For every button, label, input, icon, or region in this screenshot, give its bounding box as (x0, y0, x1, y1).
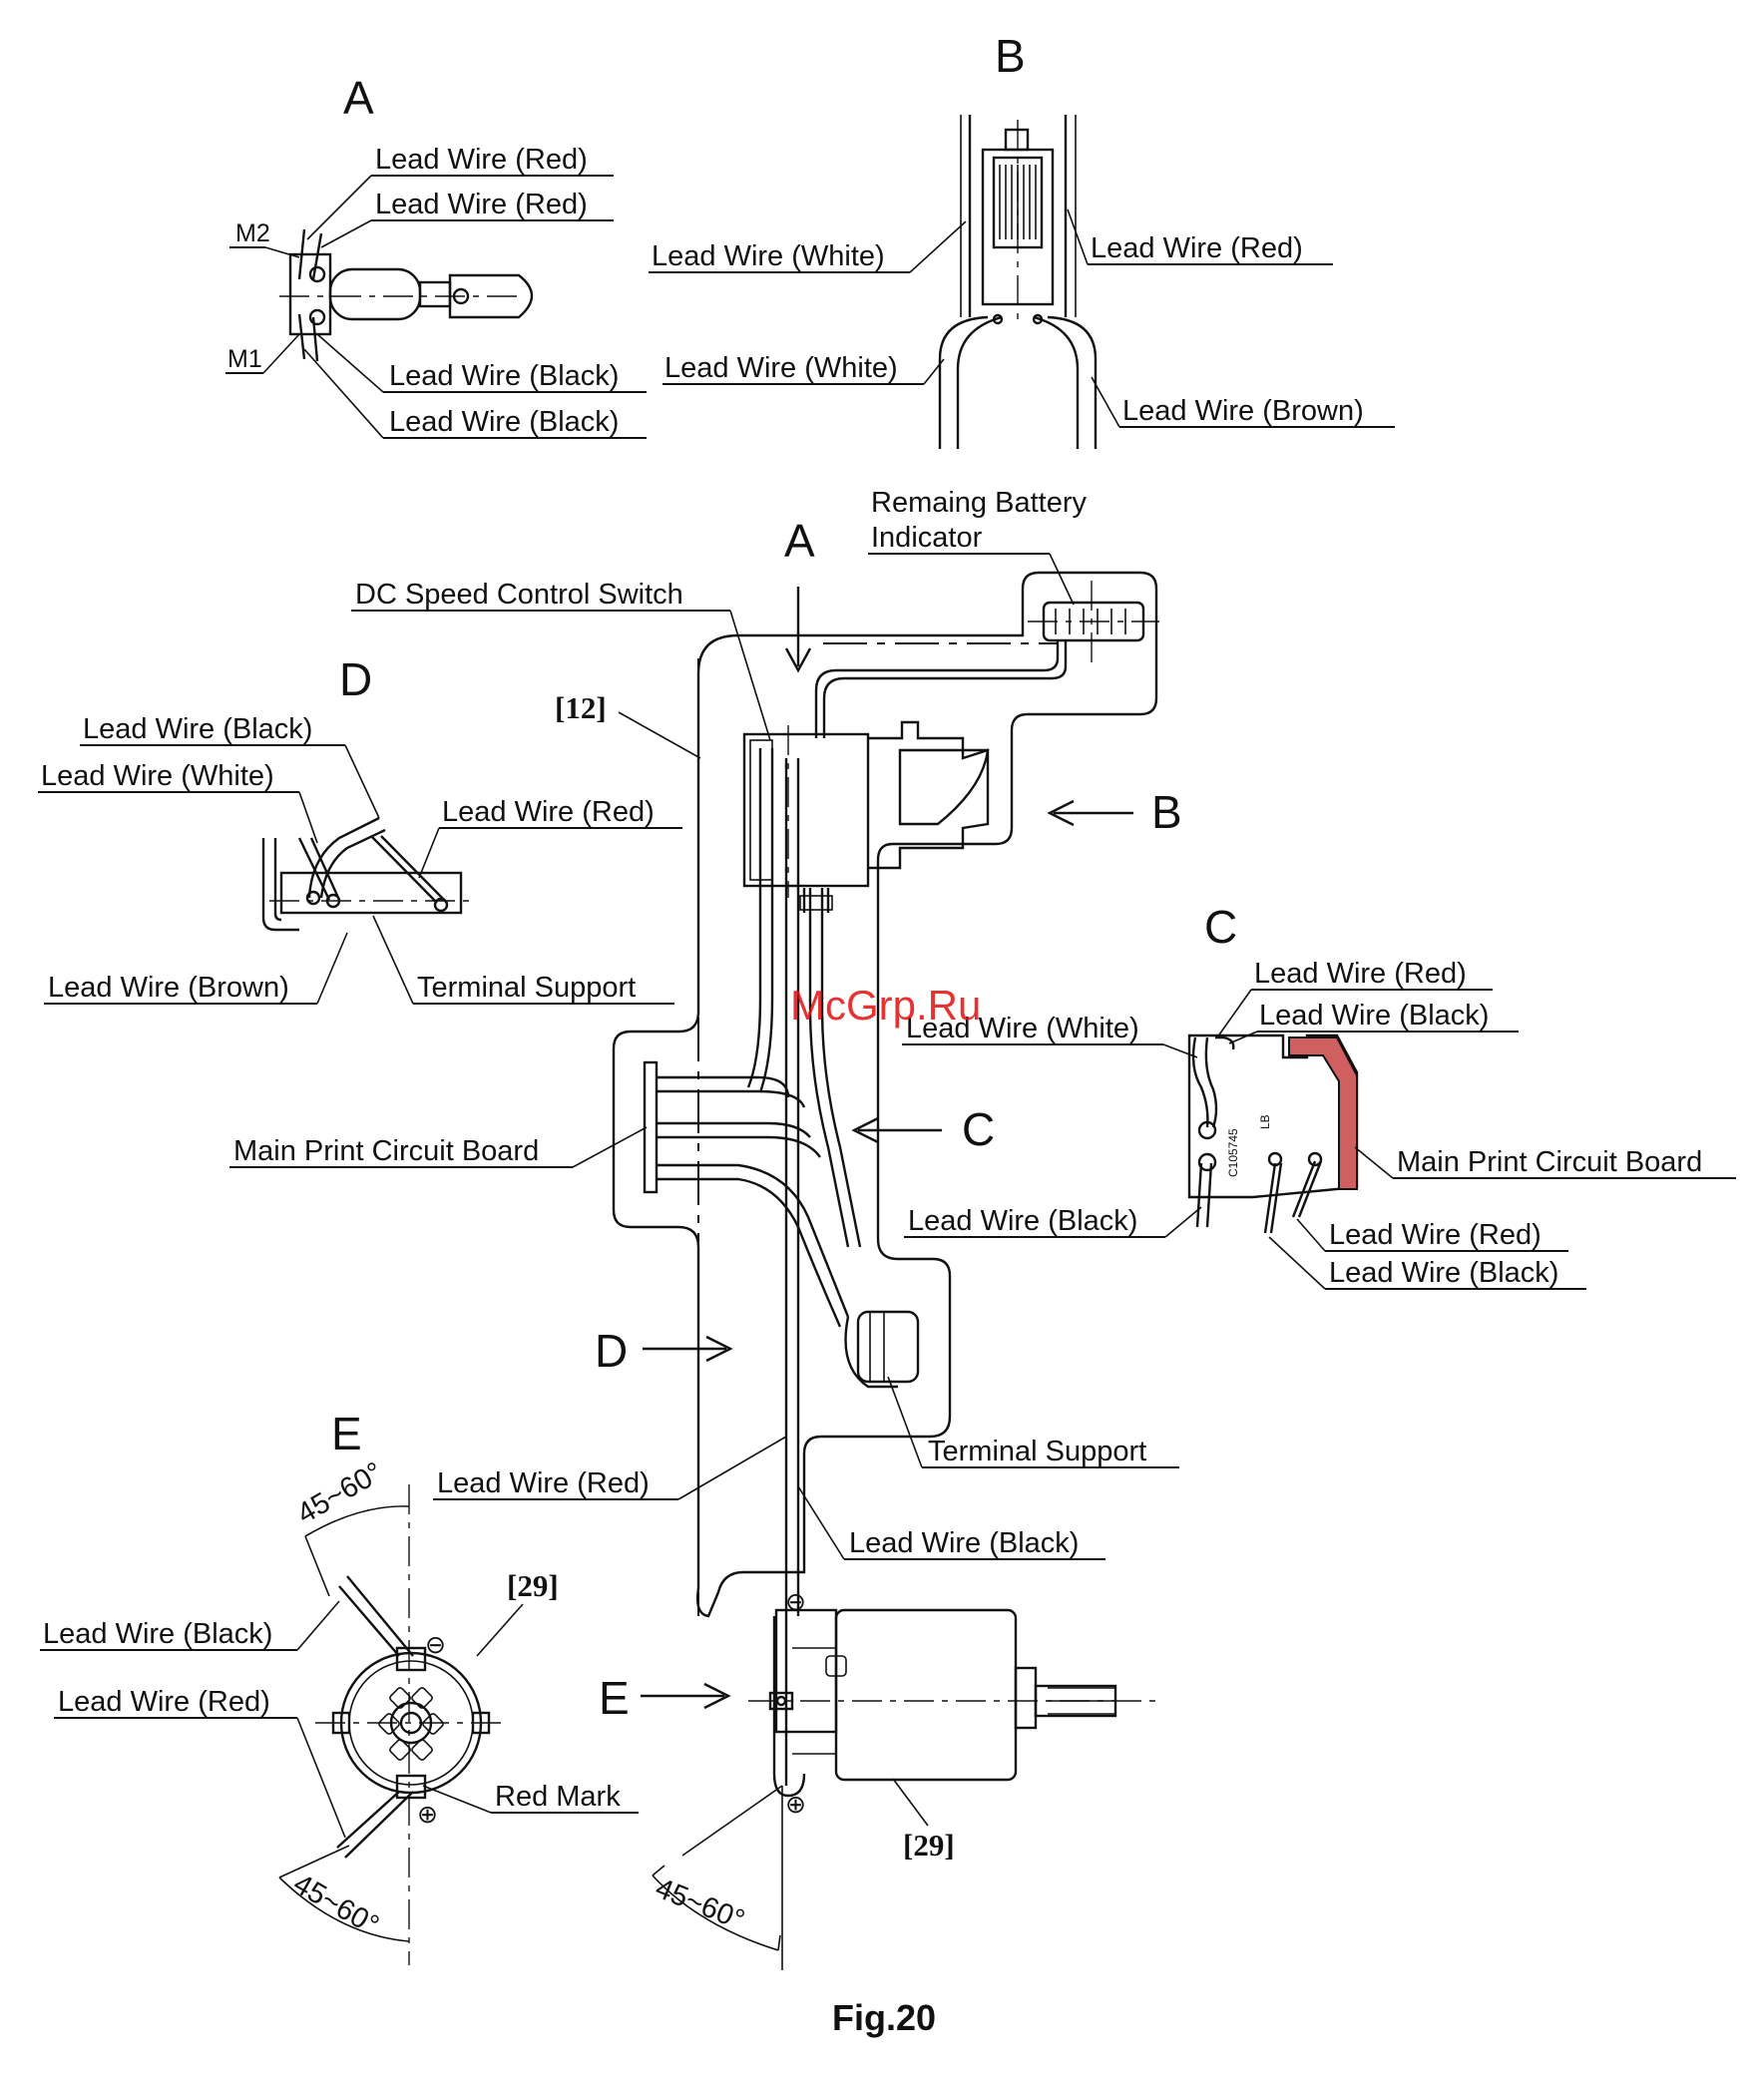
motor-terminal-minus (395, 1646, 427, 1672)
e-minus-marker: ⊖ (425, 1631, 446, 1659)
figure-caption: Fig.20 (832, 1997, 936, 2038)
dc-speed-control-switch (742, 732, 870, 888)
view-c-label-black-2: Lead Wire (Black) (908, 1205, 1137, 1237)
view-d-title: D (339, 653, 372, 705)
arrow-e-letter: E (599, 1672, 630, 1724)
pcb-code-text: C105745 (1226, 1128, 1240, 1177)
view-d-label-black: Lead Wire (Black) (83, 713, 312, 745)
view-c-label-black-1: Lead Wire (Black) (1259, 1000, 1489, 1032)
view-c-label-white: Lead Wire (White) (906, 1013, 1139, 1044)
view-e-label-red: Lead Wire (Red) (58, 1686, 270, 1718)
detail-view-c: C C105745 LB Lead Wire (Red) Lead Wire (… (902, 901, 1736, 1290)
connector-block (288, 252, 332, 336)
arrow-c-letter: C (962, 1103, 995, 1155)
pcb-hatched-area (1288, 1037, 1358, 1190)
dc-switch-label: DC Speed Control Switch (355, 579, 683, 611)
view-d-label-brown: Lead Wire (Brown) (48, 972, 289, 1004)
red-mark-label: Red Mark (495, 1781, 621, 1813)
e-plus-marker: ⊕ (417, 1801, 438, 1829)
view-a-title: A (343, 72, 374, 124)
view-a-label-black-2: Lead Wire (Black) (389, 406, 619, 438)
pcb-lb-text: LB (1258, 1114, 1272, 1129)
view-a-label-red-1: Lead Wire (Red) (375, 144, 588, 176)
motor-body (834, 1608, 1018, 1782)
part-12-label: [12] (555, 690, 607, 725)
battery-indicator-label-2: Indicator (871, 522, 983, 554)
detail-view-b: B Lead Wire (White) Lead Wire (Red) Lead… (649, 30, 1395, 449)
terminal-m1 (308, 308, 326, 326)
main-pcb-edge (643, 1060, 659, 1194)
terminal-support-main-label: Terminal Support (928, 1436, 1146, 1467)
view-c-label-red-2: Lead Wire (Red) (1329, 1219, 1542, 1251)
watermark: McGrp.Ru (790, 982, 981, 1029)
view-a-label-red-2: Lead Wire (Red) (375, 189, 588, 220)
connector-body (328, 267, 422, 321)
detail-view-d: D Lead Wire (Black) Lead Wire (White) Le… (38, 653, 682, 1005)
view-d-label-red: Lead Wire (Red) (442, 796, 655, 828)
view-e-label-black: Lead Wire (Black) (43, 1618, 272, 1650)
view-b-title: B (995, 30, 1026, 82)
m2-label: M2 (235, 219, 270, 247)
battery-indicator-label-1: Remaing Battery (871, 487, 1087, 519)
main-pcb-label: Main Print Circuit Board (233, 1135, 539, 1167)
view-b-label-white-1: Lead Wire (White) (652, 240, 885, 272)
part-29-label-main: [29] (903, 1828, 955, 1863)
view-b-label-white-2: Lead Wire (White) (664, 352, 898, 384)
motor-minus-marker: ⊖ (785, 1588, 806, 1616)
terminal-support-main (856, 1310, 920, 1384)
terminal-support-d-label: Terminal Support (417, 972, 636, 1004)
view-d-label-white: Lead Wire (White) (41, 760, 274, 792)
view-b-label-brown: Lead Wire (Brown) (1122, 395, 1364, 427)
main-assembly: [12] ⊖ ⊕ [29] (229, 487, 1182, 1970)
view-b-label-red: Lead Wire (Red) (1091, 232, 1303, 264)
housing-outline (612, 571, 1158, 1618)
detail-view-a: A M2 M1 Lead Wire (Red) Lead Wire (Red) … (225, 72, 647, 439)
view-c-label-red-1: Lead Wire (Red) (1254, 958, 1467, 990)
m1-label: M1 (227, 345, 262, 373)
terminal-m2 (308, 265, 326, 283)
arrow-d-letter: D (595, 1325, 628, 1377)
motor-side-view (748, 1608, 1157, 1782)
view-c-title: C (1204, 901, 1237, 953)
arrow-a-letter: A (784, 515, 815, 567)
terminal-support-d (279, 871, 463, 915)
connector-tab (448, 273, 534, 319)
part-29-label-e: [29] (507, 1568, 559, 1603)
arrow-b-letter: B (1151, 786, 1182, 838)
e-angle-bottom: 45~60° (288, 1868, 385, 1941)
view-c-pcb-label: Main Print Circuit Board (1397, 1146, 1702, 1178)
main-label-red: Lead Wire (Red) (437, 1467, 650, 1499)
pcb-board-c (1187, 1034, 1359, 1199)
motor-plus-marker: ⊕ (785, 1791, 806, 1819)
view-e-title: E (331, 1408, 362, 1459)
view-a-label-black-1: Lead Wire (Black) (389, 360, 619, 392)
main-label-black: Lead Wire (Black) (849, 1527, 1079, 1559)
view-c-label-black-3: Lead Wire (Black) (1329, 1257, 1558, 1289)
main-angle-label: 45~60° (651, 1872, 748, 1937)
